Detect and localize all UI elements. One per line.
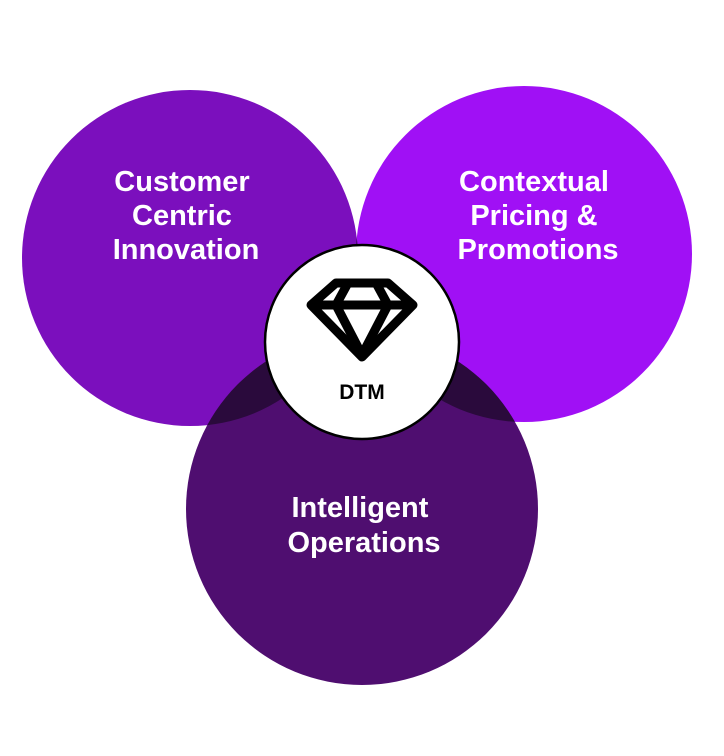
circle-intelligent-operations	[186, 333, 538, 685]
contextual-label-line-2: Pricing &	[470, 200, 597, 232]
customer-label-line-2: Centric	[132, 200, 232, 232]
intelligent-operations-label: Intelligent Operations	[287, 492, 440, 559]
center-label: DTM	[339, 381, 385, 404]
intelligent-label-line-1: Intelligent	[291, 492, 428, 524]
customer-label-line-3: Innovation	[113, 234, 260, 266]
contextual-pricing-promotions-label: Contextual Pricing & Promotions	[457, 166, 618, 266]
center-badge: DTM	[263, 243, 461, 441]
customer-label-line-1: Customer	[114, 166, 249, 198]
contextual-label-line-3: Promotions	[457, 234, 618, 266]
customer-centric-innovation-label: Customer Centric Innovation	[113, 166, 260, 266]
diamond-icon	[306, 278, 418, 362]
center-circle	[263, 243, 461, 441]
intelligent-label-line-2: Operations	[287, 527, 440, 559]
contextual-label-line-1: Contextual	[459, 166, 609, 198]
